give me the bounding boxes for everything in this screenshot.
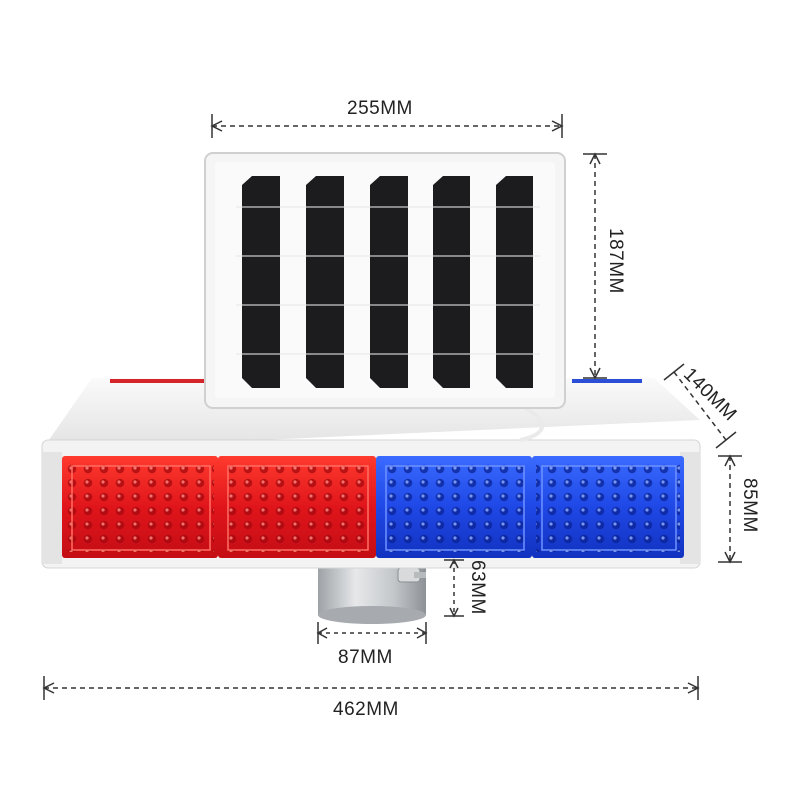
dim-line-housing-height (718, 454, 742, 564)
red-light-panel-left (62, 456, 218, 558)
solar-panel (204, 152, 566, 409)
red-light-panel-right (218, 456, 376, 558)
dim-line-total-width (42, 676, 700, 700)
label-pole-height: 63MM (467, 560, 488, 615)
dimension-lines (42, 114, 742, 700)
blue-light-panel-right (532, 456, 684, 558)
label-total-width: 462MM (333, 699, 399, 720)
blue-light-panel-left (376, 456, 532, 558)
dim-line-pole-height (444, 558, 464, 618)
dim-line-housing-depth (663, 363, 737, 449)
dim-line-solar-height (583, 152, 607, 380)
dim-line-solar-width (210, 114, 564, 138)
solar-cell-grid (236, 206, 540, 355)
label-solar-width: 255MM (347, 98, 413, 119)
label-housing-height: 85MM (739, 478, 760, 533)
label-pole-diameter: 87MM (338, 647, 393, 668)
solar-cells (242, 176, 533, 388)
dim-line-pole-diameter (316, 622, 428, 644)
label-solar-height: 187MM (605, 228, 626, 294)
